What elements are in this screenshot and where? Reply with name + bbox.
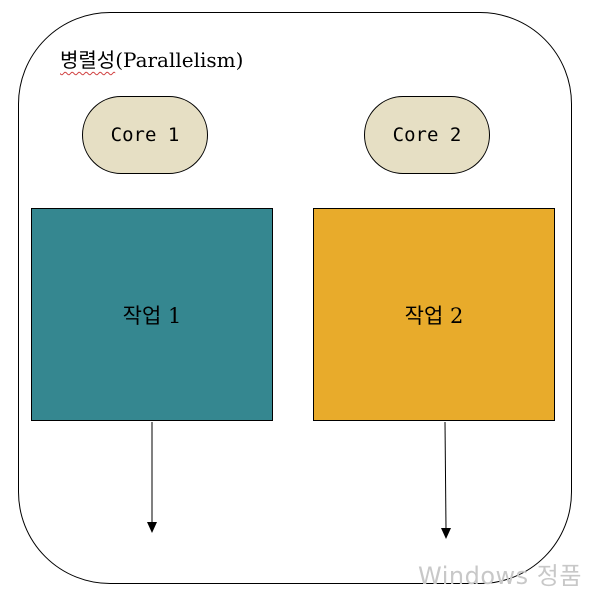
diagram-title: 병렬성(Parallelism) (60, 44, 243, 73)
title-english: (Parallelism) (115, 48, 244, 72)
core-1-label: Core 1 (110, 124, 180, 146)
core-1-node: Core 1 (82, 96, 208, 174)
core-2-label: Core 2 (392, 124, 462, 146)
task-1-box: 작업 1 (31, 208, 273, 421)
task-2-label: 작업 2 (404, 303, 464, 328)
core-2-node: Core 2 (364, 96, 490, 174)
windows-activation-watermark: Windows 정품 (418, 562, 582, 590)
title-korean: 병렬성 (60, 48, 116, 72)
task-1-label: 작업 1 (122, 303, 182, 328)
task-2-box: 작업 2 (313, 208, 555, 421)
